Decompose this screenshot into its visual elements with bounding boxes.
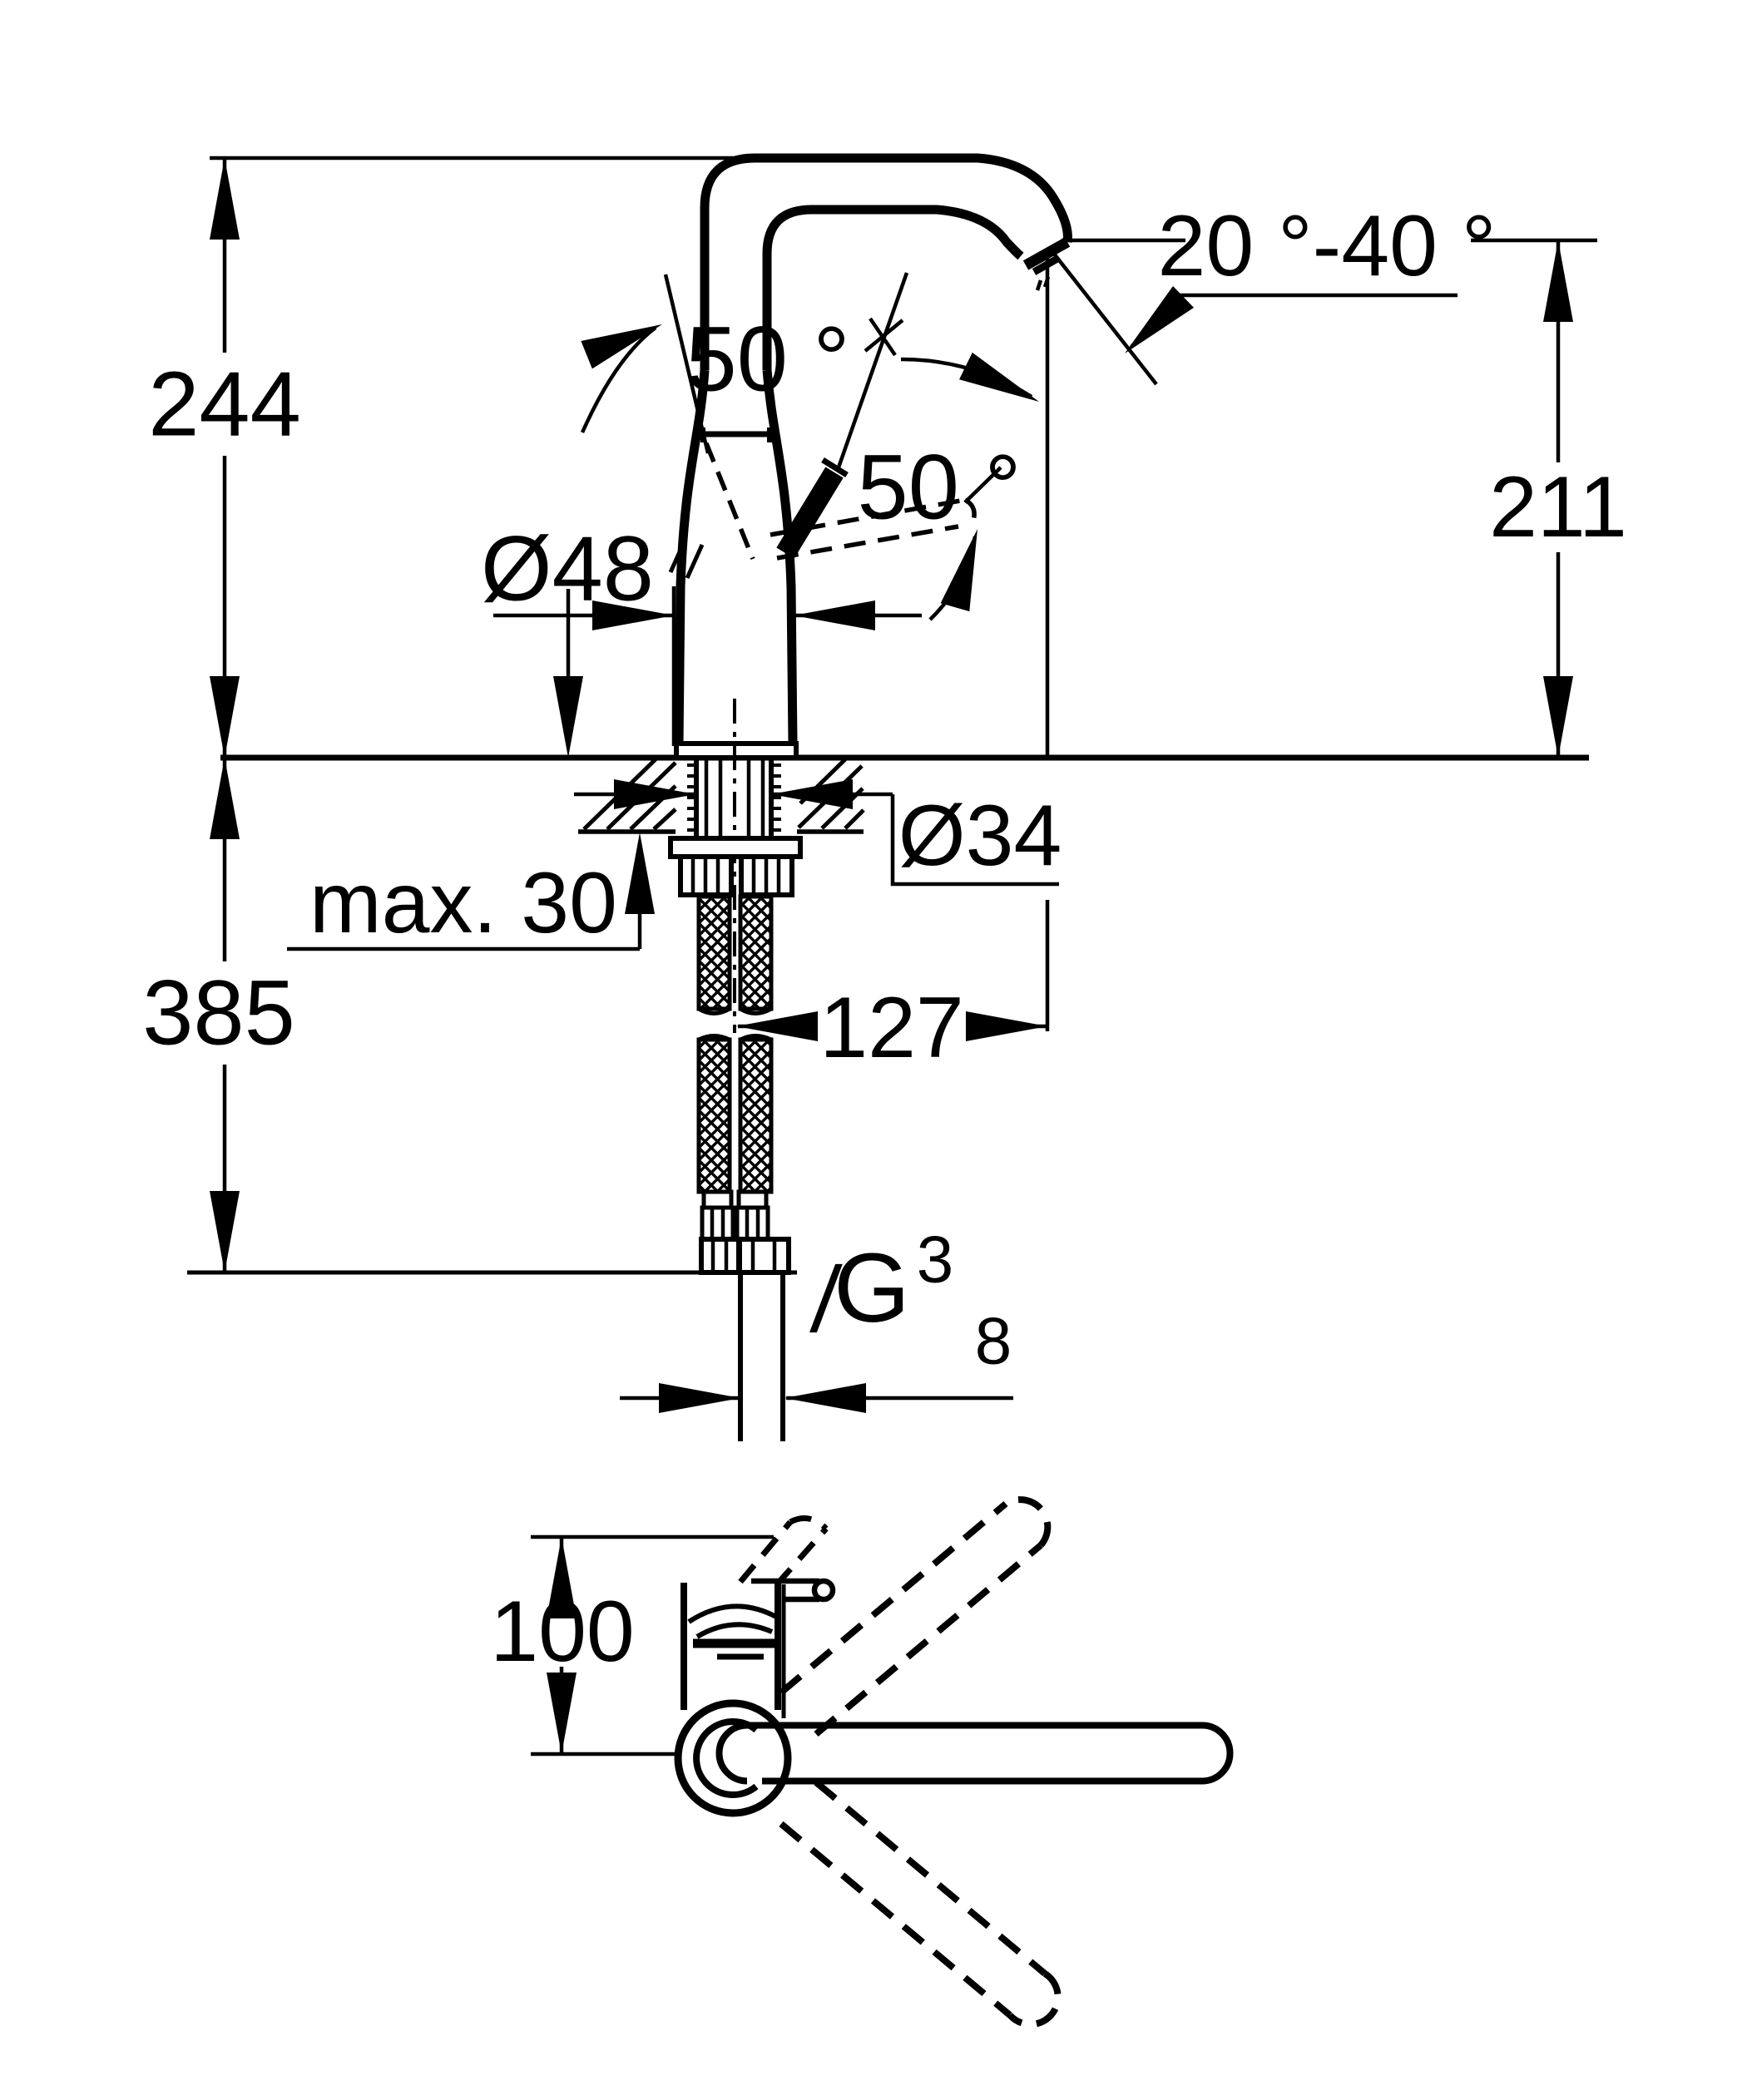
dim-height-overall: 244	[148, 156, 753, 758]
label-shank-diameter: Ø34	[898, 788, 1062, 884]
top-view: 100	[490, 1496, 1234, 2028]
lever-hub-cap	[715, 1722, 748, 1785]
label-handle-angle-side: 50 °	[858, 437, 1022, 539]
motion-ticks	[668, 537, 705, 580]
washer-flange	[668, 836, 803, 859]
dim-spout-height: 211	[1062, 238, 1627, 758]
label-thread-numerator: 3	[917, 1223, 954, 1297]
label-spout-height: 211	[1489, 459, 1627, 556]
dim-deck-thickness: max. 30	[287, 589, 655, 951]
hose-break-bottom	[697, 1034, 773, 1042]
label-hose-length: 385	[142, 962, 295, 1065]
top-body	[681, 1583, 786, 1718]
lever-position-closed-dashed	[704, 442, 755, 561]
label-thread-letter: G	[834, 1233, 910, 1343]
label-deck-thickness: max. 30	[309, 855, 617, 951]
hose-break-top	[697, 1006, 773, 1015]
hose-ferrules	[700, 1189, 770, 1242]
lever-end-face	[821, 457, 849, 477]
label-stream-angle: 20 °-40 °	[1158, 198, 1497, 294]
threaded-shank	[668, 758, 803, 897]
dim-hose-length: 385	[142, 758, 797, 1275]
handle-lever	[668, 442, 977, 580]
top-lever-dashed-up	[779, 1496, 1052, 1737]
label-height-overall: 244	[148, 353, 301, 456]
vertex-cross-mark	[864, 317, 904, 357]
body-outline	[674, 369, 799, 760]
lever-solid	[776, 467, 844, 559]
dim-stream-angle: 20 °-40 °	[1049, 198, 1497, 386]
label-lever-length: 100	[490, 1584, 635, 1680]
front-view: 244 385 max. 30	[142, 153, 1627, 1441]
angle-arc-top	[580, 326, 657, 433]
stream-direction-line	[1049, 248, 1158, 386]
connection-hoses	[696, 894, 791, 1441]
thread-ticks	[687, 763, 781, 832]
dim-lever-length: 100	[490, 1534, 774, 1757]
mounting-deck	[220, 754, 1589, 834]
dim-shank-diameter: Ø34	[574, 779, 1062, 887]
label-body-diameter: Ø48	[481, 518, 654, 620]
thread-pipe-g38	[738, 1272, 785, 1441]
dim-thread: G 3 / 8	[620, 1223, 1013, 1413]
hose-hex-nuts	[699, 1237, 791, 1275]
dimensions: 244 385 max. 30	[142, 156, 1627, 1413]
top-side-lever	[751, 1578, 836, 1603]
label-handle-angle-open: 50 °	[686, 309, 850, 411]
angle-references	[580, 272, 1046, 621]
label-spout-reach: 127	[819, 980, 964, 1076]
inner-hose-tubes	[704, 759, 765, 837]
angle-line-right	[836, 272, 909, 468]
dim-body-diameter: Ø48	[481, 518, 922, 746]
top-inner-ring	[693, 1718, 759, 1798]
spout-mouth-face	[1022, 237, 1071, 270]
angle-line-side	[963, 466, 1002, 504]
top-spout-dashed	[738, 1515, 829, 1588]
dim-spout-reach: 127	[736, 258, 1050, 1076]
angle-line-left	[663, 274, 710, 454]
label-thread-denominator: 8	[975, 1304, 1012, 1378]
top-lever-dashed-down	[779, 1779, 1062, 2028]
